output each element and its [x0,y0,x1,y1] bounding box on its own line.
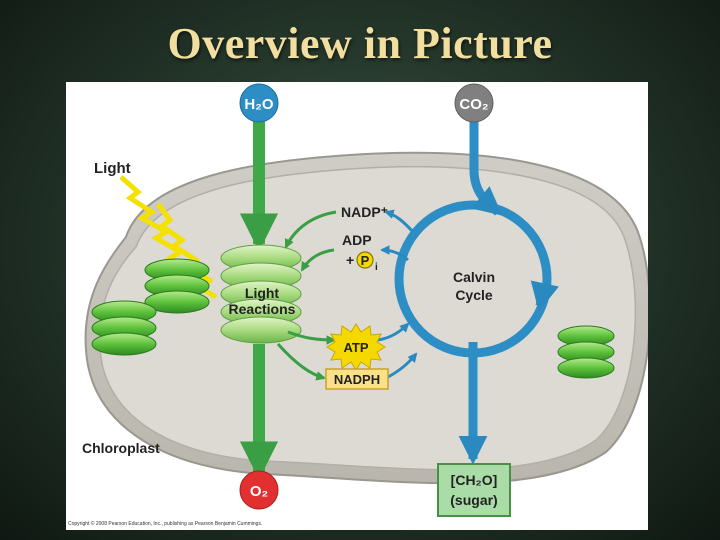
adp-to-light-arrow [300,248,335,272]
atp-to-calvin-arrow [377,322,410,342]
carbon-dioxide-label: CO₂ [459,96,488,113]
light-reactions-granum [220,244,302,344]
chloroplast-stroma [99,166,637,471]
nadph-box [325,368,389,390]
sugar-box [437,463,511,517]
light-reactions-label-line1: Light [245,285,280,301]
phosphate-label: P [361,253,370,268]
calvin-to-nadp-arrow [384,209,415,234]
atp-label: ATP [343,340,368,355]
nadp-to-light-arrow [284,210,337,249]
copyright-text: Copyright © 2008 Pearson Education, Inc.… [68,520,262,527]
photosynthesis-figure: H₂O CO₂ Light NADP⁺ ADP + P i Light Reac… [66,82,648,530]
photosynthesis-diagram: H₂O CO₂ Light NADP⁺ ADP + P i Light Reac… [68,83,648,527]
co2-flow-arrow [469,112,503,216]
granum-right [557,325,615,379]
light-label: Light [94,160,131,177]
sugar-name-label: (sugar) [450,492,497,508]
slide-title: Overview in Picture [167,19,553,68]
oxygen-label: O₂ [250,483,268,500]
adp-label: ADP [342,232,372,248]
carbon-dioxide-circle [454,83,494,123]
phosphate-circle [356,251,374,269]
sugar-formula-label: [CH₂O] [451,472,498,488]
light-to-nadph-arrow [276,342,326,381]
water-circle [239,83,279,123]
nadp-plus-label: NADP⁺ [341,204,388,220]
light-reactions-label-line2: Reactions [229,301,296,317]
plus-sign: + [346,252,354,268]
nadph-to-calvin-arrow [385,352,418,380]
granum-left-front [91,300,157,356]
nadph-label: NADPH [334,372,380,387]
oxygen-circle [239,470,279,510]
calvin-cycle-label-line2: Cycle [455,287,493,303]
light-to-atp-arrow [287,330,336,345]
calvin-arrowhead-right [530,280,559,312]
chloroplast-label: Chloroplast [82,440,160,456]
calvin-cycle-label-line1: Calvin [453,269,495,285]
calvin-to-adp-arrow [380,245,409,262]
granum-left-back [144,258,210,314]
water-label: H₂O [244,96,273,113]
phosphate-subscript: i [375,262,378,273]
